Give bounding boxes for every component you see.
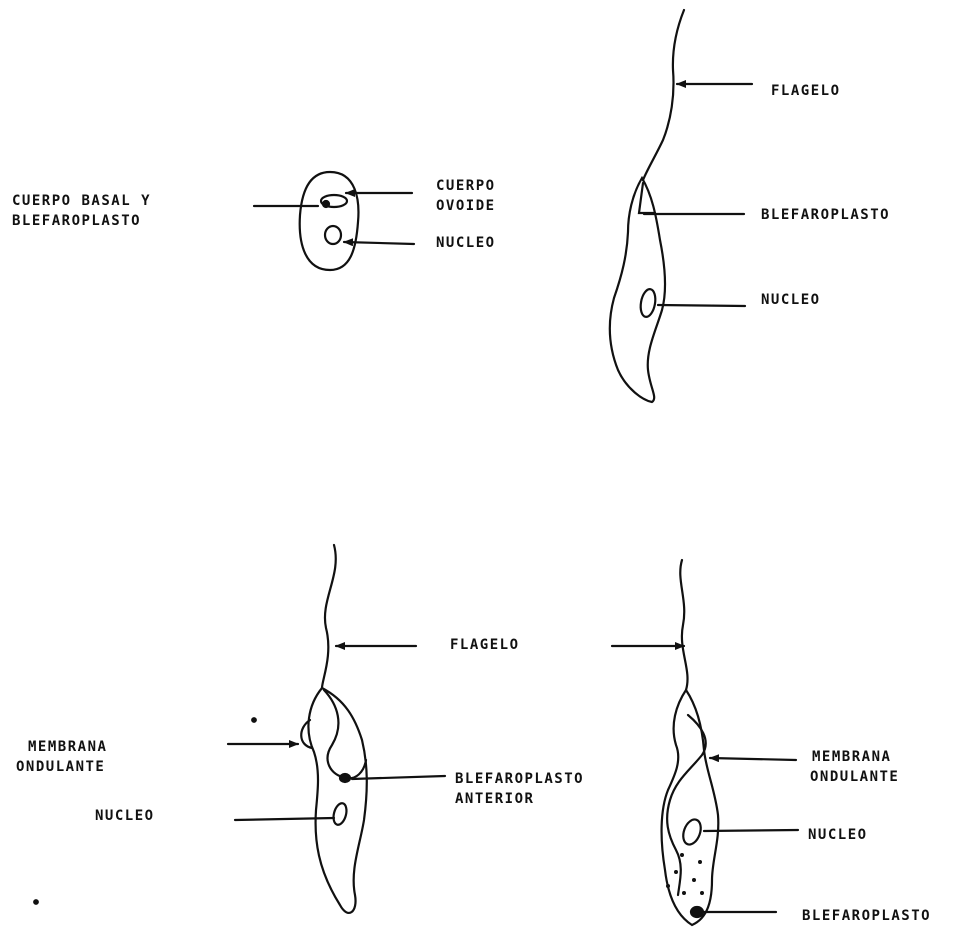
label-membrane-c-line1: MEMBRANA: [28, 738, 107, 756]
label-flagellum-b: FLAGELO: [771, 82, 841, 100]
label-membrane-d-line1: MEMBRANA: [812, 748, 891, 766]
label-nucleus-b: NUCLEO: [761, 291, 821, 309]
figure-b-epimastigote: [610, 10, 752, 402]
figure-a-amastigote: [254, 172, 414, 270]
figure-c-trypomastigote: [34, 545, 445, 913]
label-nucleus-d: NUCLEO: [808, 826, 868, 844]
label-blepharoplast-b: BLEFAROPLASTO: [761, 206, 890, 224]
granules-d: [666, 853, 704, 895]
label-nucleus-c: NUCLEO: [95, 807, 155, 825]
label-blepharoplast-d: BLEFAROPLASTO: [802, 907, 931, 925]
trypomastigote-body-d: [662, 690, 719, 925]
flagellum-d: [680, 560, 687, 690]
figure-d-trypomastigote: [612, 560, 798, 925]
label-ovoid-body-line2: OVOIDE: [436, 197, 496, 215]
label-nucleus-a: NUCLEO: [436, 234, 496, 252]
blepharoplast-c: [340, 774, 350, 782]
flagellum-b: [643, 10, 684, 180]
label-basal-body-line1: CUERPO BASAL Y: [12, 192, 151, 210]
pointer-nucleus-b: [658, 305, 745, 306]
amastigote-nucleus: [325, 226, 341, 244]
flagellum-c: [322, 545, 336, 688]
epimastigote-body: [610, 178, 665, 402]
pointer-nucleus-c: [235, 818, 334, 820]
speck-1: [252, 718, 256, 722]
label-membrane-c-line2: ONDULANTE: [16, 758, 105, 776]
label-basal-body-line2: BLEFAROPLASTO: [12, 212, 141, 230]
pointer-nucleus-d: [704, 830, 798, 831]
nucleus-b: [639, 288, 658, 318]
nucleus-d: [680, 817, 704, 847]
basal-body-dot: [323, 201, 329, 207]
undulating-membrane-d: [667, 715, 706, 895]
amastigote-body: [300, 172, 359, 270]
label-ovoid-body-line1: CUERPO: [436, 177, 496, 195]
blepharoplast-d: [691, 907, 703, 917]
label-blepharoplast-c-line1: BLEFAROPLASTO: [455, 770, 584, 788]
label-flagellum-c: FLAGELO: [450, 636, 520, 654]
label-blepharoplast-c-line2: ANTERIOR: [455, 790, 534, 808]
speck-2: [34, 900, 38, 904]
label-membrane-d-line2: ONDULANTE: [810, 768, 899, 786]
pointer-membrane-d: [710, 758, 796, 760]
nucleus-c: [331, 802, 348, 826]
